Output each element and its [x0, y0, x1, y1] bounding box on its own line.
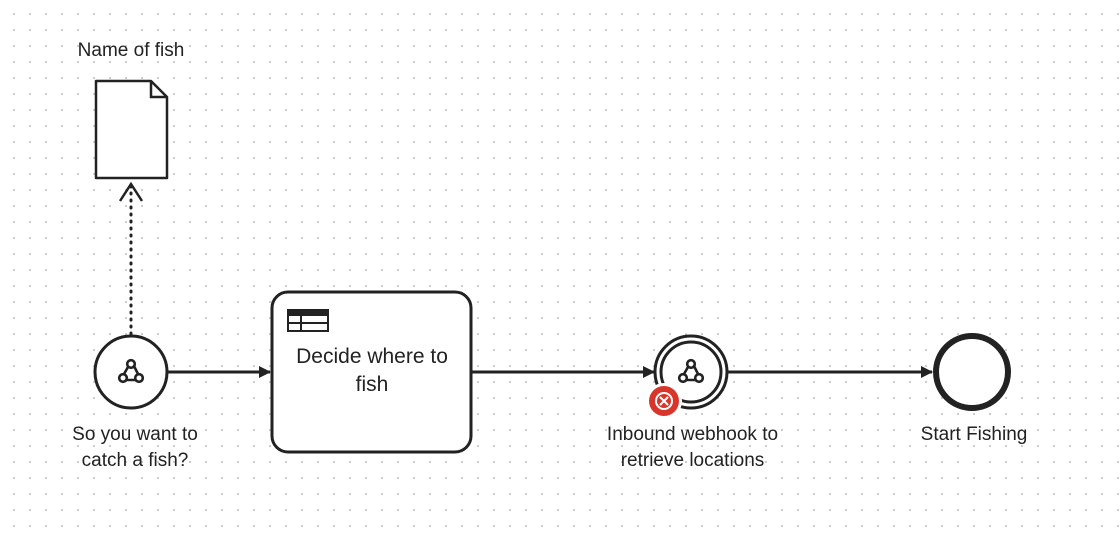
webhook-icon	[117, 358, 145, 384]
data-association[interactable]	[118, 181, 144, 336]
decision-table-icon	[287, 309, 329, 332]
end-event-label: Start Fishing	[920, 424, 1028, 445]
webhook-icon	[677, 358, 705, 384]
data-object-label: Name of fish	[77, 40, 185, 61]
data-object-name-of-fish[interactable]	[94, 79, 169, 180]
start-event[interactable]	[93, 334, 169, 410]
end-event[interactable]	[933, 333, 1011, 411]
start-event-label: So you want to catch a fish?	[72, 424, 198, 471]
task-label: Decide where to fish	[296, 345, 448, 396]
intermediate-event-label: Inbound webhook to retrieve locations	[606, 424, 779, 471]
document-icon	[94, 79, 169, 180]
error-icon[interactable]	[646, 383, 682, 419]
task-decide-where-to-fish[interactable]	[270, 290, 473, 454]
